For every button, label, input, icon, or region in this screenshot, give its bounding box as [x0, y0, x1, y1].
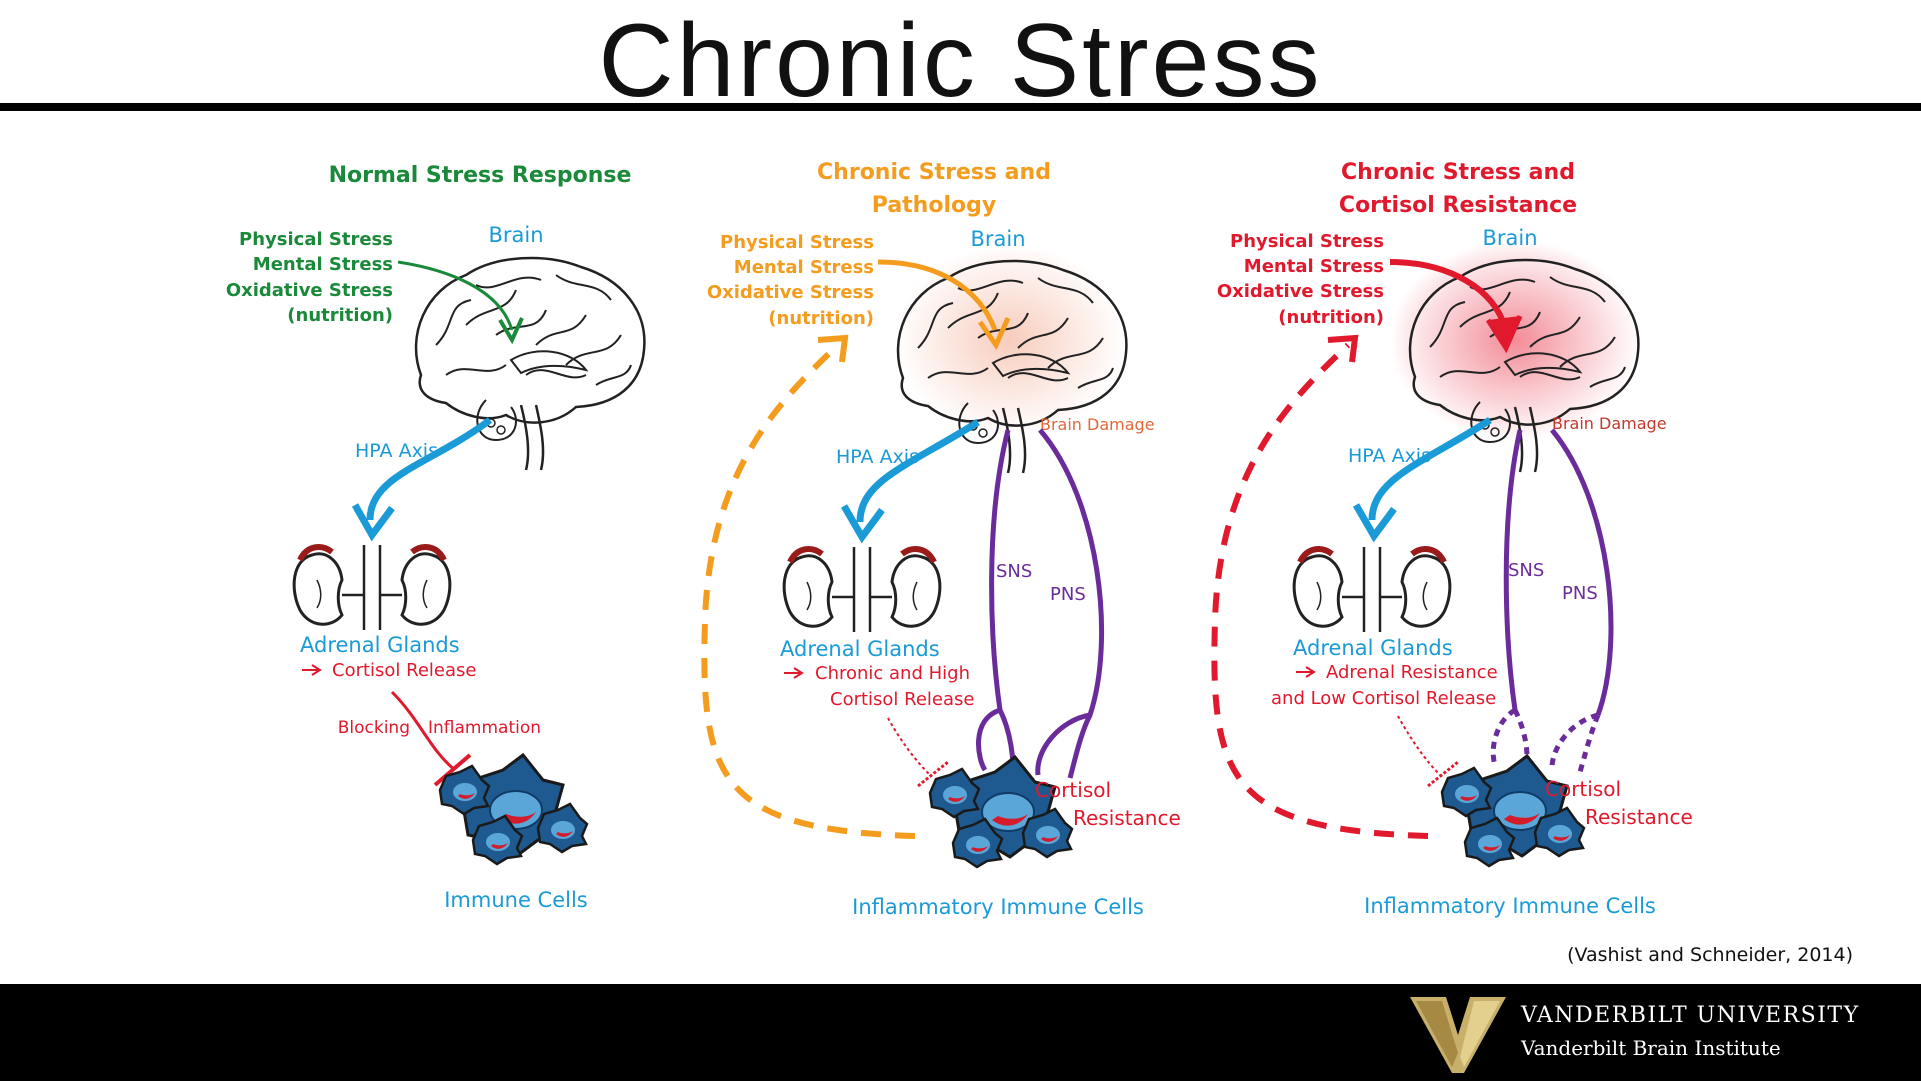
panel2-resistance-line1: Cortisol — [1035, 778, 1111, 802]
panel2-release-line1: Chronic and High — [815, 663, 970, 684]
kidneys-icon — [294, 545, 450, 630]
pns-branch — [1549, 712, 1601, 773]
stress-arrow — [877, 259, 998, 331]
panel3-release-line1: Adrenal Resistance — [1326, 662, 1498, 683]
sns-pathway — [976, 429, 1011, 772]
pns-pathway — [1035, 428, 1104, 776]
arrow-head-icon — [498, 317, 524, 345]
kidneys-icon — [1294, 547, 1450, 632]
arrow-icon — [784, 667, 804, 679]
stressor-nutrition: (nutrition) — [768, 308, 874, 329]
inhibit-bar-icon — [917, 760, 949, 788]
panel3-release-line2: and Low Cortisol Release — [1271, 688, 1496, 709]
panel3-adrenal-label: Adrenal Glands — [1293, 636, 1453, 660]
footer-bar — [0, 984, 1921, 1081]
stressor-physical: Physical Stress — [720, 232, 874, 253]
panel2-sns-label: SNS — [996, 561, 1032, 582]
stressor-nutrition: (nutrition) — [287, 305, 393, 326]
arrow-head-icon — [351, 503, 395, 542]
arrow-icon — [1296, 666, 1316, 678]
panel2-title-line1: Chronic Stress and — [817, 160, 1051, 185]
title-underline — [0, 103, 1921, 111]
stressor-nutrition: (nutrition) — [1278, 307, 1384, 328]
panel1-cells-label: Immune Cells — [444, 888, 588, 912]
feedback-arrow — [1211, 342, 1429, 839]
panel2-title-line2: Pathology — [872, 193, 996, 218]
panel-normal-stress: Normal Stress Response Physical Stress M… — [226, 163, 646, 912]
panel1-brain-label: Brain — [488, 223, 543, 247]
stress-arrow — [397, 260, 514, 331]
panel2-damage-label: Brain Damage — [1040, 415, 1155, 434]
panel1-stressors: Physical Stress Mental Stress Oxidative … — [226, 229, 393, 326]
panel3-cells-label: Inflammatory Immune Cells — [1364, 894, 1656, 918]
arrow-head-icon — [977, 316, 1011, 351]
inhibit-line — [1397, 715, 1441, 776]
panel2-stressors: Physical Stress Mental Stress Oxidative … — [707, 232, 874, 329]
panel2-resistance-line2: Resistance — [1073, 806, 1181, 830]
panel2-cells-label: Inflammatory Immune Cells — [852, 895, 1144, 919]
feedback-arrow — [701, 342, 916, 839]
stressor-mental: Mental Stress — [1244, 256, 1384, 277]
panel2-adrenal-label: Adrenal Glands — [780, 637, 940, 661]
immune-cells-icon — [1440, 754, 1586, 868]
kidneys-icon — [784, 547, 940, 632]
panel3-resistance-line2: Resistance — [1585, 805, 1693, 829]
hpa-axis-arrow — [366, 417, 493, 521]
panel-cortisol-resistance: Chronic Stress and Cortisol Resistance P… — [1211, 160, 1693, 918]
citation: (Vashist and Schneider, 2014) — [1567, 944, 1853, 966]
panel3-title-line2: Cortisol Resistance — [1339, 193, 1577, 218]
immune-cells-icon — [928, 755, 1074, 869]
blocking-label: Blocking — [338, 718, 410, 738]
slide-title: Chronic Stress — [598, 3, 1323, 119]
arrow-head-icon — [840, 504, 885, 544]
inhibit-line — [390, 690, 456, 772]
stressor-oxidative: Oxidative Stress — [707, 282, 874, 303]
stress-arrow — [1389, 259, 1508, 329]
panel-chronic-pathology: Chronic Stress and Pathology Physical St… — [701, 160, 1181, 919]
arrow-head-icon — [1327, 334, 1359, 363]
stressor-mental: Mental Stress — [253, 254, 393, 275]
stressor-mental: Mental Stress — [734, 257, 874, 278]
hpa-axis-arrow — [1368, 417, 1492, 521]
brain-icon — [896, 259, 1128, 475]
inflammation-label: Inflammation — [428, 718, 541, 738]
panel1-hpa-label: HPA Axis — [355, 440, 438, 462]
arrow-head-icon — [817, 334, 849, 363]
panel2-release-line2: Cortisol Release — [830, 689, 974, 710]
panel3-title-line1: Chronic Stress and — [1341, 160, 1575, 185]
university-name: VANDERBILT UNIVERSITY — [1521, 1003, 1860, 1028]
stress-diagram: Normal Stress Response Physical Stress M… — [226, 160, 1693, 919]
sns-pathway — [1503, 429, 1523, 711]
pns-pathway — [1550, 428, 1614, 716]
inhibit-bar-icon — [1427, 760, 1459, 788]
panel1-adrenal-label: Adrenal Glands — [300, 633, 460, 657]
brain-icon — [1408, 258, 1640, 474]
panel3-pns-label: PNS — [1562, 583, 1598, 604]
stressor-oxidative: Oxidative Stress — [226, 280, 393, 301]
panel2-hpa-label: HPA Axis — [836, 446, 919, 468]
panel3-damage-label: Brain Damage — [1552, 414, 1667, 433]
stressor-oxidative: Oxidative Stress — [1217, 281, 1384, 302]
panel3-hpa-label: HPA Axis — [1348, 445, 1431, 467]
arrow-head-icon — [1485, 314, 1523, 354]
inhibit-line — [887, 717, 931, 776]
panel1-release-label: Cortisol Release — [332, 660, 476, 681]
immune-cells-icon — [438, 753, 589, 866]
panel3-sns-label: SNS — [1508, 560, 1544, 581]
vanderbilt-v-logo-icon — [1410, 997, 1506, 1073]
pns-branch — [1067, 713, 1093, 779]
panel3-resistance-line1: Cortisol — [1545, 777, 1621, 801]
panel3-stressors: Physical Stress Mental Stress Oxidative … — [1217, 231, 1384, 328]
hpa-axis-arrow — [856, 419, 980, 523]
arrow-icon — [302, 664, 322, 676]
brain-icon — [414, 256, 646, 472]
stressor-physical: Physical Stress — [1230, 231, 1384, 252]
arrow-head-icon — [1352, 503, 1397, 543]
panel2-pns-label: PNS — [1050, 584, 1086, 605]
institute-name: Vanderbilt Brain Institute — [1521, 1036, 1781, 1060]
stressor-physical: Physical Stress — [239, 229, 393, 250]
inhibit-bar-icon — [433, 753, 472, 787]
panel1-title: Normal Stress Response — [329, 163, 632, 188]
